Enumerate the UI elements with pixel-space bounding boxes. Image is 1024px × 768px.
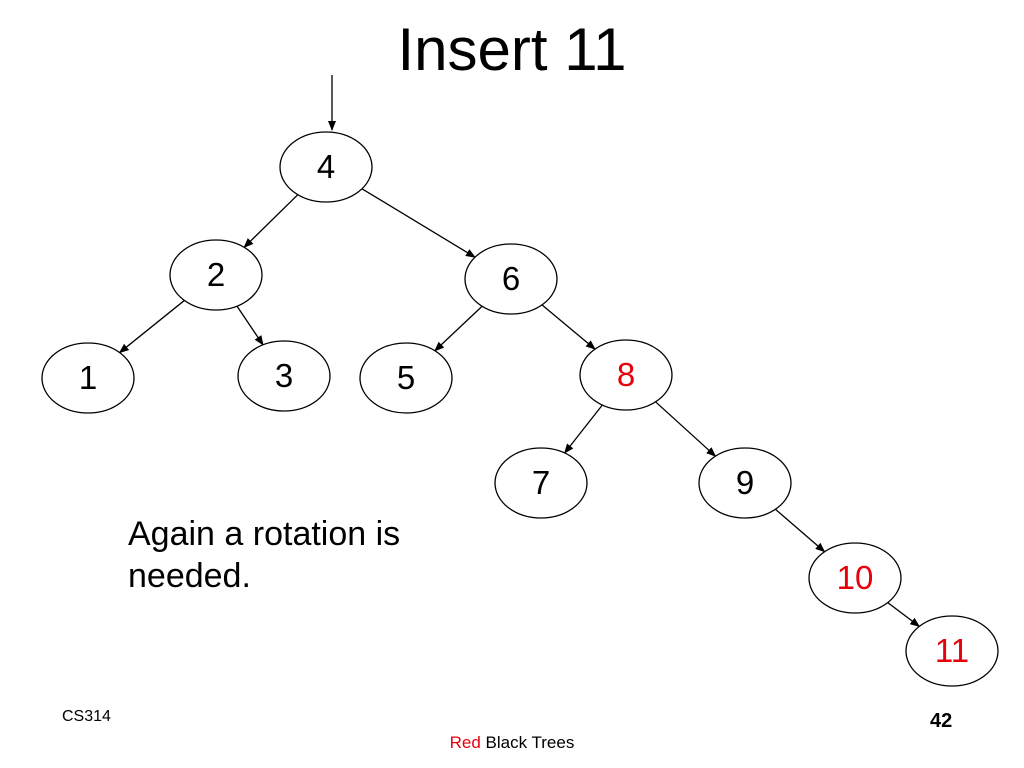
tree-node-3: 3	[237, 340, 331, 412]
node-label: 9	[736, 464, 754, 501]
node-ellipse	[279, 131, 373, 203]
topic-red-word: Red	[449, 733, 481, 752]
tree-node-2: 2	[169, 239, 263, 311]
node-label: 2	[207, 256, 225, 293]
node-ellipse	[494, 447, 588, 519]
edge-9-10	[774, 508, 826, 553]
rotation-note: Again a rotation is needed.	[128, 515, 401, 595]
tree-node-5: 5	[359, 342, 453, 414]
node-ellipse	[905, 615, 999, 687]
tree-node-8: 8	[579, 339, 673, 411]
node-ellipse	[41, 342, 135, 414]
edge-4-2	[243, 194, 299, 249]
node-label: 5	[397, 359, 415, 396]
tree-node-10: 10	[808, 542, 902, 614]
tree-node-1: 1	[41, 342, 135, 414]
node-ellipse	[579, 339, 673, 411]
node-ellipse	[698, 447, 792, 519]
page-number: 42	[930, 710, 953, 732]
node-label: 4	[317, 148, 335, 185]
tree-node-11: 11	[905, 615, 999, 687]
node-ellipse	[169, 239, 263, 311]
node-label: 7	[532, 464, 550, 501]
edge-8-9	[655, 401, 717, 457]
topic-label: Red Black Trees	[0, 733, 1024, 753]
node-label: 3	[275, 357, 293, 394]
edge-8-7	[564, 404, 603, 454]
edge-10-11	[887, 602, 921, 627]
node-label: 1	[79, 359, 97, 396]
edge-6-8	[541, 304, 596, 350]
tree-node-9: 9	[698, 447, 792, 519]
course-label: CS314	[62, 708, 111, 725]
tree-node-4: 4	[279, 131, 373, 203]
node-ellipse	[237, 340, 331, 412]
node-label: 11	[935, 632, 969, 669]
node-label: 8	[617, 356, 635, 393]
node-ellipse	[808, 542, 902, 614]
edge-2-1	[118, 299, 185, 354]
edge-4-6	[361, 188, 476, 258]
tree-node-6: 6	[464, 243, 558, 315]
edge-2-3	[236, 305, 264, 346]
topic-rest: Black Trees	[480, 733, 575, 752]
node-ellipse	[464, 243, 558, 315]
slide-title: Insert 11	[397, 16, 627, 83]
node-label: 10	[837, 559, 874, 596]
tree-node-7: 7	[494, 447, 588, 519]
node-label: 6	[502, 260, 520, 297]
edge-6-5	[434, 305, 483, 352]
node-ellipse	[359, 342, 453, 414]
